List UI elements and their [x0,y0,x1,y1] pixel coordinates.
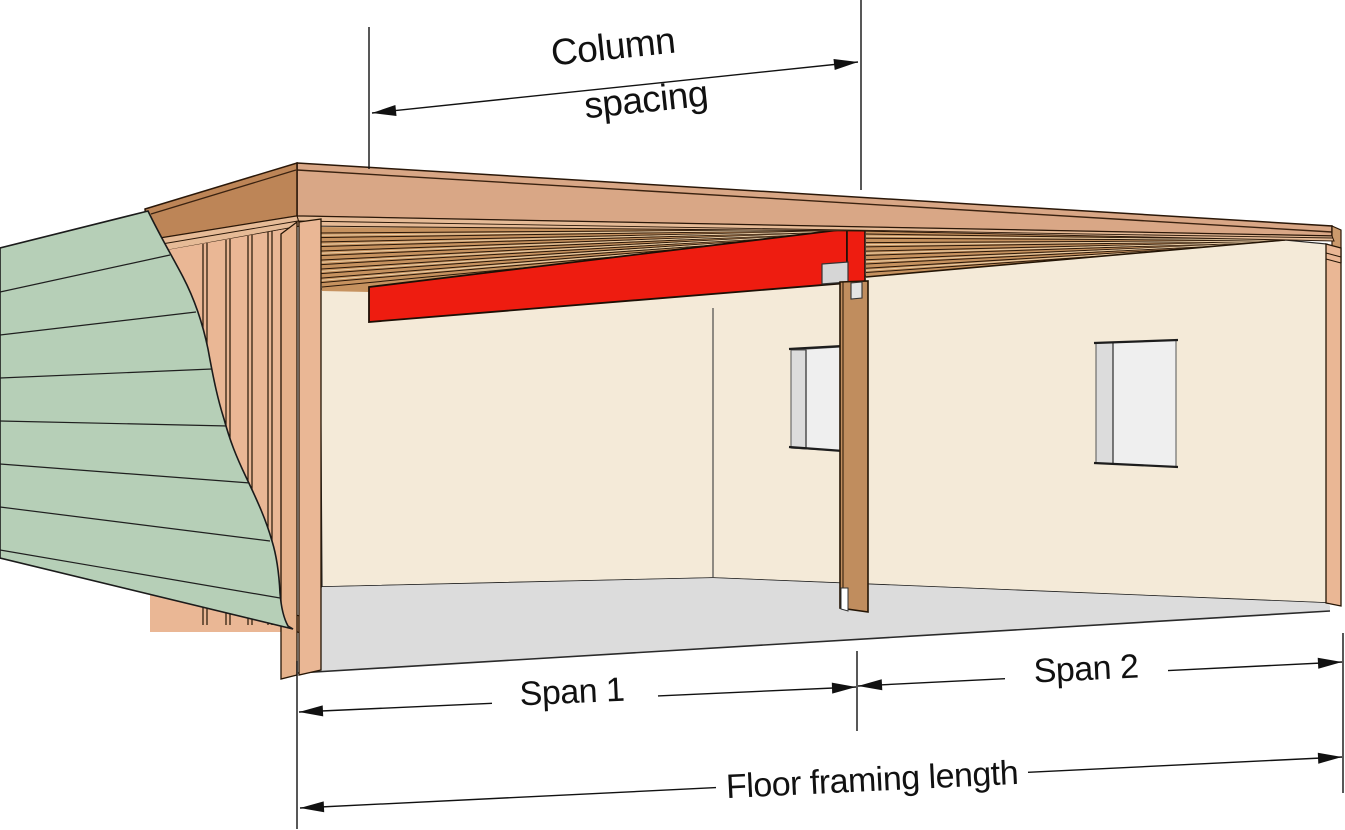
window-right [1093,338,1179,469]
arrow-span1-right [831,682,856,694]
fascia-chamfer-line [296,169,1333,233]
siding-cutaway [0,210,294,630]
rim-band-line [297,220,1334,239]
label-span1: Span 1 [519,671,625,714]
dim-ffl-line-a [299,786,717,809]
label-span2: Span 2 [1033,647,1139,690]
girder-beam-end [846,224,866,284]
fascia-left-chamfer [150,169,297,215]
column-base-shim [840,587,849,612]
siding-lap-lines [0,254,281,599]
dimension-arrowheads [299,59,1342,813]
left-corner-posts [280,218,322,680]
arrow-ffl-left [300,801,325,813]
arrow-span2-right [1317,657,1342,669]
dim-span1-line-a [298,702,493,713]
dim-ffl-line-b [1027,756,1343,773]
arrow-ffl-right [1317,752,1342,764]
floor-slab [298,578,1330,673]
dim-column-spacing-line [371,61,859,114]
right-wall-edge [1325,243,1342,607]
dimension-annotations [296,0,1344,829]
label-column-spacing-line2: spacing [582,73,710,127]
column-cap-plate [821,261,849,285]
support-column [839,280,869,613]
wall-top-edge-right [865,239,1286,278]
column-cap-side [850,281,863,300]
arrow-colspacing-right [833,59,858,70]
arrow-span2-left [858,679,883,691]
label-column-spacing-line1: Column [549,20,677,74]
label-floor-framing-length: Floor framing length [725,754,1019,806]
window-left [788,344,844,453]
dim-span1-line-b [657,686,857,697]
dim-span2-line-b [1167,661,1343,672]
arrow-colspacing-left [372,105,397,116]
dim-span2-line-a [857,678,1006,687]
rim-band-left-line [149,220,299,247]
floor-front-edge [297,610,1331,674]
arrow-span1-left [299,705,324,717]
